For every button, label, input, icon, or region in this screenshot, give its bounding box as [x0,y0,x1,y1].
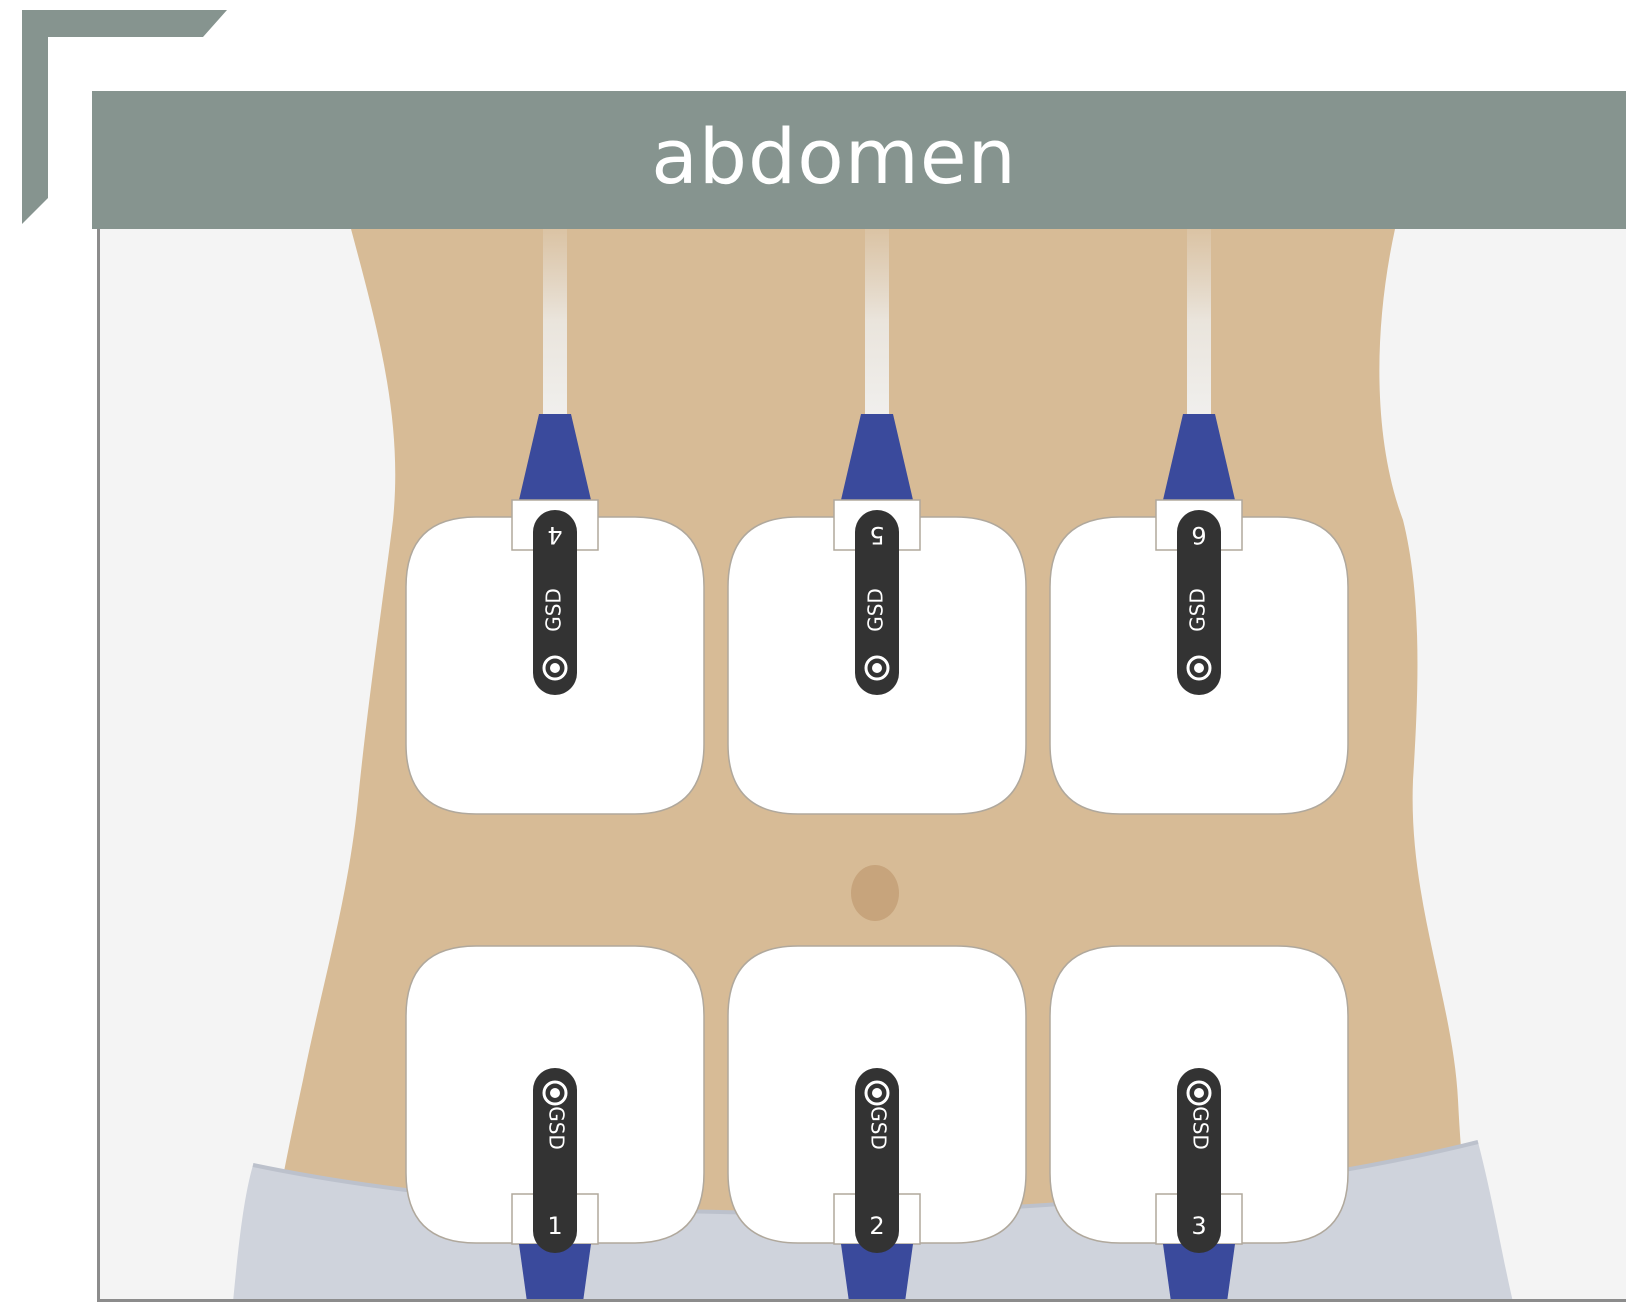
page-title: abdomen [651,112,1017,201]
brand-mark: GSD [867,1106,891,1150]
brand-mark: GSD [1189,1106,1213,1150]
pad-number: 2 [869,1212,884,1240]
pad-number: 6 [1191,521,1206,549]
navel [851,865,899,921]
lead-wire [543,229,567,414]
brand-mark: GSD [864,588,888,632]
pad-number: 5 [869,521,884,549]
pad-number: 4 [547,521,562,549]
header-bar: abdomen [92,91,1626,229]
pad-number: 1 [547,1212,562,1240]
lead-wire [865,229,889,414]
pad-number: 3 [1191,1212,1206,1240]
brand-mark: GSD [1186,588,1210,632]
brand-mark: GSD [542,588,566,632]
lead-wire [1187,229,1211,414]
brand-mark: GSD [545,1106,569,1150]
